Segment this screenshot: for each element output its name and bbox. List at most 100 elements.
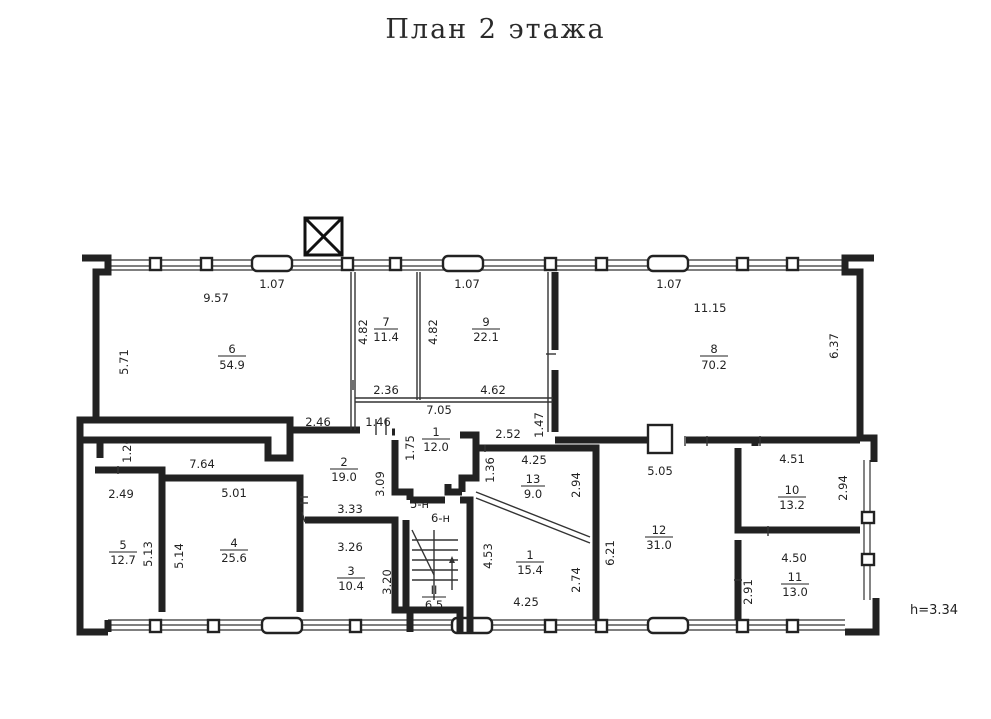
dimension: 11.15	[694, 301, 727, 315]
room-number: 4	[230, 536, 237, 550]
room-area: 70.2	[701, 358, 727, 372]
dimension: 4.82	[356, 319, 370, 345]
room-number: 9	[482, 315, 489, 329]
room-number: 11	[788, 570, 803, 584]
door-markers	[117, 353, 769, 581]
interior-walls	[80, 272, 860, 632]
room-area: 12.0	[423, 440, 449, 454]
room-label: II 6.5	[422, 583, 446, 612]
room-area: 11.4	[373, 330, 399, 344]
dimension: 1.26	[120, 437, 134, 463]
room-number: 10	[785, 483, 800, 497]
room-labels: 6 54.9 7 11.4 9 22.1 8 70.2 1 12.0 2 19.…	[109, 315, 809, 612]
light-partitions	[301, 272, 591, 544]
room-number: 7	[382, 315, 389, 329]
dimension: 4.51	[779, 452, 805, 466]
dimension: 2.46	[305, 415, 331, 429]
dimension: 1.07	[454, 277, 480, 291]
room-number: 8	[710, 342, 717, 356]
room-number: 3	[347, 564, 354, 578]
room-area: 15.4	[517, 563, 543, 577]
dimension: 4.53	[481, 543, 495, 569]
dimension: 3.20	[380, 569, 394, 595]
room-area: 13.2	[779, 498, 805, 512]
dimension: 5.71	[117, 349, 131, 375]
dimension: 2.52	[495, 427, 521, 441]
room-number: II	[431, 583, 438, 597]
room-label: 13 9.0	[521, 472, 545, 501]
room-number: 2	[340, 455, 347, 469]
dimension: 2.36	[373, 383, 399, 397]
dimension: 1.07	[259, 277, 285, 291]
ventilation-shaft-icon	[303, 216, 344, 257]
dimension: 6.37	[827, 333, 841, 359]
room-label: 12 31.0	[645, 523, 673, 552]
room-number: 13	[526, 472, 541, 486]
dimension: 4.25	[513, 595, 539, 609]
dimension: 1.75	[403, 435, 417, 461]
facade-pilasters	[148, 254, 876, 635]
window-band-right	[863, 460, 871, 600]
dimension: 2.49	[108, 487, 134, 501]
room-label: 5 12.7	[109, 538, 137, 567]
room-area: 54.9	[219, 358, 245, 372]
dimension: 5.05	[647, 464, 673, 478]
structural-column	[646, 423, 674, 455]
room-area: 10.4	[338, 579, 364, 593]
dimension: 4.25	[521, 453, 547, 467]
room-area: 22.1	[473, 330, 499, 344]
dimension: 5.14	[172, 543, 186, 569]
dimension: 9.57	[203, 291, 229, 305]
room-area: 31.0	[646, 538, 672, 552]
dimension: 7.05	[426, 403, 452, 417]
plan-title: План 2 этажа	[385, 14, 606, 45]
room-label: 11 13.0	[781, 570, 809, 599]
dimension: 2.94	[569, 472, 583, 498]
dimension: 5.01	[221, 486, 247, 500]
dimension: 6.21	[603, 540, 617, 566]
room-label: 1 15.4	[516, 548, 544, 577]
dimension: 1.47	[532, 412, 546, 438]
room-number: 12	[652, 523, 667, 537]
dimension: 4.50	[781, 551, 807, 565]
dimension: 7.64	[189, 457, 215, 471]
room-label: 4 25.6	[220, 536, 248, 565]
dimension-labels: 1.07 9.57 5.71 4.82 2.36 1.07 4.82 4.62 …	[108, 277, 850, 609]
room-area: 6.5	[425, 598, 443, 612]
dimension: 3.09	[373, 471, 387, 497]
dimension: 2.74	[569, 567, 583, 593]
room-label: 9 22.1	[472, 315, 500, 344]
room-label: 8 70.2	[700, 342, 728, 372]
room-label: 10 13.2	[778, 483, 806, 512]
dimension: 3.33	[337, 502, 363, 516]
room-area: 12.7	[110, 553, 136, 567]
room-label: 6 54.9	[218, 342, 246, 372]
room-area: 13.0	[782, 585, 808, 599]
room-area: 25.6	[221, 551, 247, 565]
dimension: 1.36	[483, 457, 497, 483]
staircase	[411, 529, 458, 600]
ceiling-height-note: h=3.34	[910, 603, 958, 618]
room-area: 9.0	[524, 487, 542, 501]
room-label: 3 10.4	[337, 564, 365, 593]
room-number: 1	[432, 425, 439, 439]
room-tag: 5-н	[410, 497, 429, 511]
dimension: 5.13	[141, 541, 155, 567]
room-label: 2 19.0	[330, 455, 358, 484]
dimension: 2.94	[836, 475, 850, 501]
dimension: 4.62	[480, 383, 506, 397]
dimension: 2.91	[741, 579, 755, 605]
room-area: 19.0	[331, 470, 357, 484]
exterior-walls	[76, 254, 880, 636]
room-number: 5	[119, 538, 126, 552]
room-label: 1 12.0	[422, 425, 450, 454]
dimension: 1.07	[656, 277, 682, 291]
room-number: 1	[526, 548, 533, 562]
room-number: 6	[228, 342, 235, 356]
room-tag: 6-н	[431, 511, 450, 525]
dimension: 4.82	[426, 319, 440, 345]
dimension: 1.46	[365, 415, 391, 429]
room-tags: 5-н 6-н	[410, 497, 450, 525]
room-label: 7 11.4	[373, 315, 399, 344]
